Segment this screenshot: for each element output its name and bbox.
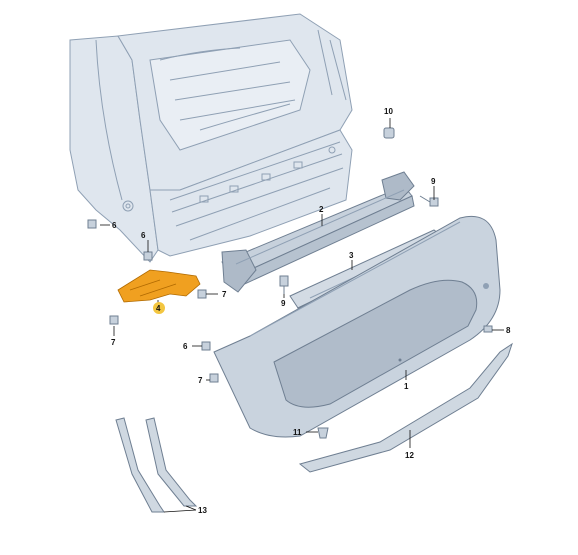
callout-10: 10 bbox=[384, 107, 393, 116]
callout-6-lower: 6 bbox=[183, 342, 188, 351]
callout-7-right: 7 bbox=[222, 290, 227, 299]
nut-6-mid bbox=[143, 251, 153, 261]
bumper-guide-bracket[interactable] bbox=[117, 269, 201, 303]
bumper-cover[interactable] bbox=[213, 215, 501, 438]
nut-6-left bbox=[87, 219, 97, 229]
screw-7-lower bbox=[209, 373, 219, 383]
callout-7-lower: 7 bbox=[198, 376, 203, 385]
side-trim-strips[interactable] bbox=[115, 417, 198, 513]
callout-11: 11 bbox=[293, 428, 302, 437]
nut-6-lower bbox=[201, 341, 211, 351]
vehicle-rear-body bbox=[69, 13, 353, 263]
callout-4-highlight bbox=[153, 302, 165, 314]
callout-12: 12 bbox=[405, 451, 414, 460]
callout-13: 13 bbox=[198, 506, 207, 515]
callout-9-upper: 9 bbox=[431, 177, 436, 186]
callout-labels: 10 9 2 6 6 3 9 7 4 7 8 6 7 1 11 12 13 bbox=[111, 107, 511, 515]
bolt-9-upper bbox=[419, 195, 439, 207]
bolt-10 bbox=[383, 127, 395, 139]
callout-6-left: 6 bbox=[112, 221, 117, 230]
clip-11 bbox=[317, 427, 329, 439]
callout-1: 1 bbox=[404, 382, 409, 391]
lower-trim-strip[interactable] bbox=[298, 342, 513, 473]
screw-7-right bbox=[197, 289, 207, 299]
callout-4: 4 bbox=[156, 304, 161, 313]
callout-8: 8 bbox=[506, 326, 511, 335]
leader-lines bbox=[100, 118, 504, 513]
clip-8 bbox=[483, 325, 493, 333]
callout-7-left: 7 bbox=[111, 338, 116, 347]
callout-9-lower: 9 bbox=[281, 299, 286, 308]
callout-2: 2 bbox=[319, 205, 324, 214]
callout-6-mid: 6 bbox=[141, 231, 146, 240]
callout-3: 3 bbox=[349, 251, 354, 260]
screw-7-left bbox=[109, 315, 119, 325]
bumper-reinforcement-beam[interactable] bbox=[221, 171, 415, 293]
bolt-9-lower bbox=[279, 275, 289, 294]
